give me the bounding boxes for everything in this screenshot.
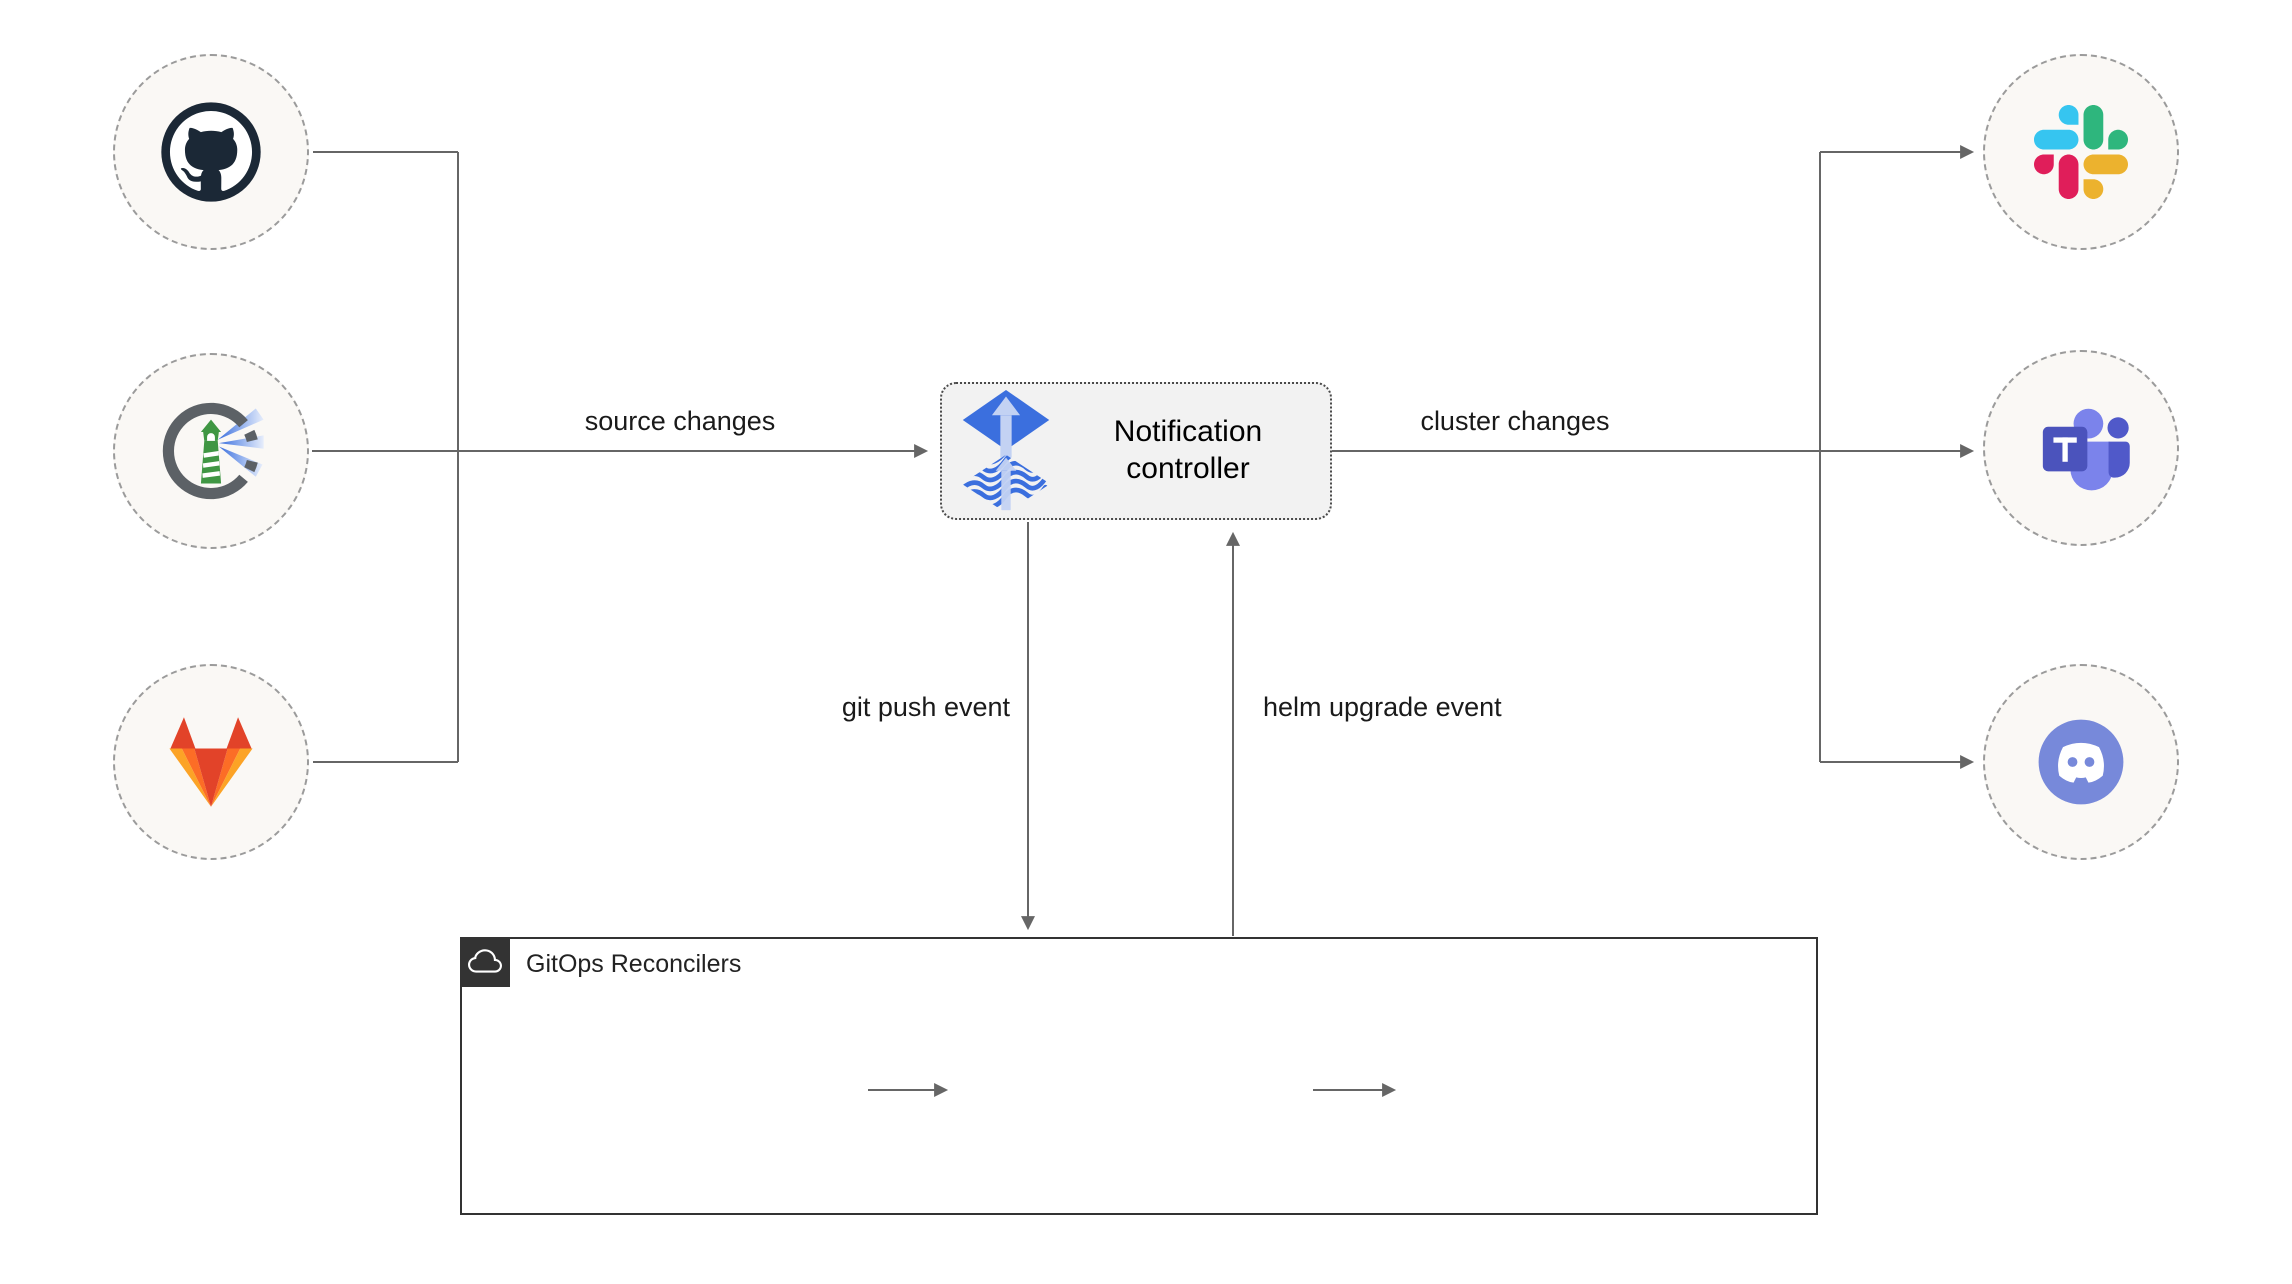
target-node-slack	[1983, 54, 2179, 250]
flux-icon	[958, 389, 1054, 513]
notification-controller-label: Notification controller	[1113, 415, 1263, 485]
gitops-reconcilers-group: GitOps Reconcilers Source controller Kus…	[460, 937, 1818, 1215]
teams-icon	[2042, 408, 2130, 491]
github-icon	[161, 102, 261, 202]
group-title: GitOps Reconcilers	[526, 950, 742, 978]
target-node-teams	[1983, 350, 2179, 546]
source-node-harbor	[113, 353, 309, 549]
edge-label-source-changes: source changes	[584, 406, 776, 436]
cloud-icon	[468, 949, 502, 973]
notification-controller-node: Notification controller	[940, 382, 1332, 520]
harbor-icon	[162, 402, 264, 500]
source-node-gitlab	[113, 664, 309, 860]
source-node-github	[113, 54, 309, 250]
edge-label-cluster-changes: cluster changes	[1420, 406, 1610, 436]
target-node-discord	[1983, 664, 2179, 860]
discord-icon	[2038, 719, 2124, 805]
gitlab-icon	[169, 717, 253, 807]
slack-icon	[2034, 105, 2128, 199]
edge-label-git-push-event: git push event	[841, 692, 1010, 722]
edge-label-helm-upgrade-event: helm upgrade event	[1263, 692, 1502, 722]
group-badge	[460, 937, 510, 987]
